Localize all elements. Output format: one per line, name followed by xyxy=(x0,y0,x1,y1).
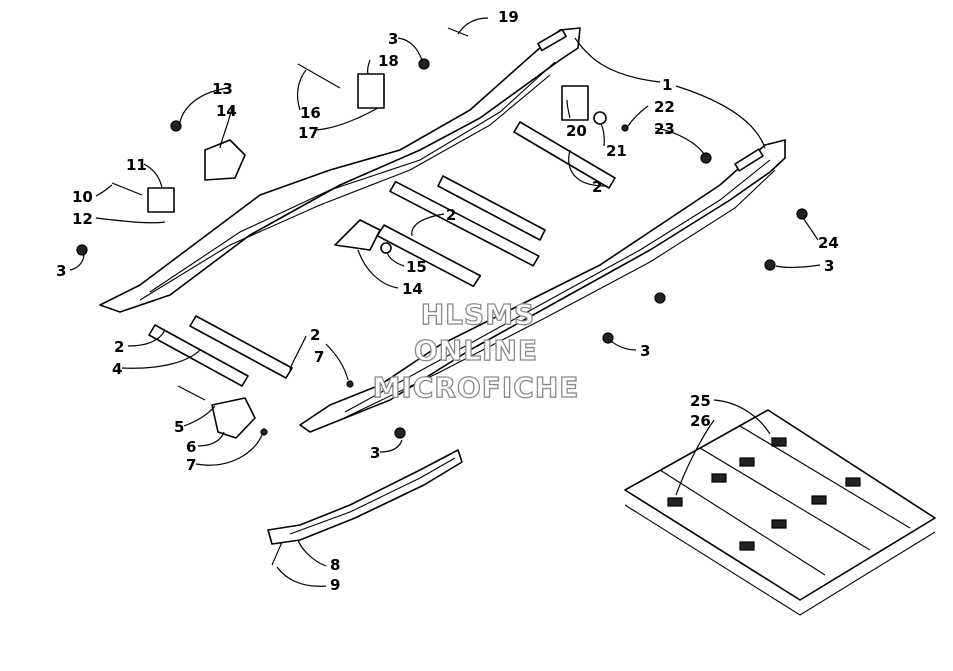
callout-labels: 1 2 2 2 2 3 3 3 3 3 4 5 6 7 7 8 9 10 11 … xyxy=(56,8,839,594)
bracket-14-upper xyxy=(204,139,246,181)
callout-2: 2 xyxy=(446,206,456,224)
callout-2: 2 xyxy=(310,326,320,344)
track xyxy=(624,409,936,616)
callout-4: 4 xyxy=(112,360,122,378)
callout-17: 17 xyxy=(298,124,319,142)
block-11 xyxy=(147,187,175,213)
callout-3: 3 xyxy=(640,342,650,360)
callout-7: 7 xyxy=(186,456,196,474)
watermark-line-1: HLSMS xyxy=(421,298,535,331)
callout-15: 15 xyxy=(406,258,427,276)
callout-23: 23 xyxy=(654,120,675,138)
bracket-14-lower xyxy=(334,219,381,251)
callout-24: 24 xyxy=(818,234,839,252)
front-slide-rail xyxy=(299,139,786,433)
callout-25: 25 xyxy=(690,392,711,410)
block-20 xyxy=(561,85,589,121)
callout-3: 3 xyxy=(388,30,398,48)
callout-13: 13 xyxy=(212,80,233,98)
wear-strip xyxy=(267,449,463,545)
callout-3: 3 xyxy=(56,262,66,280)
callout-14: 14 xyxy=(216,102,237,120)
callout-19: 19 xyxy=(498,8,519,26)
wheel-bracket-6 xyxy=(211,397,256,439)
callout-11: 11 xyxy=(126,156,147,174)
callout-5: 5 xyxy=(174,418,184,436)
callout-22: 22 xyxy=(654,98,675,116)
watermark-line-3: MICROFICHE xyxy=(373,371,580,404)
callout-3: 3 xyxy=(824,257,834,275)
callout-7: 7 xyxy=(314,348,324,366)
cross-shafts xyxy=(148,121,616,387)
washer-21 xyxy=(593,111,607,125)
watermark: HLSMS ONLINE MICROFICHE xyxy=(372,297,580,404)
callout-12: 12 xyxy=(72,210,93,228)
callout-9: 9 xyxy=(330,576,340,594)
callout-6: 6 xyxy=(186,438,196,456)
block-18 xyxy=(357,73,385,109)
callout-18: 18 xyxy=(378,52,399,70)
callout-8: 8 xyxy=(330,556,340,574)
callout-10: 10 xyxy=(72,188,93,206)
callout-26: 26 xyxy=(690,412,711,430)
callout-3: 3 xyxy=(370,444,380,462)
rear-slide-rail xyxy=(99,27,581,313)
callout-2: 2 xyxy=(114,338,124,356)
watermark-line-2: ONLINE xyxy=(414,334,538,367)
callout-21: 21 xyxy=(606,142,627,160)
callout-20: 20 xyxy=(566,122,587,140)
callout-2: 2 xyxy=(592,178,602,196)
callout-1: 1 xyxy=(662,76,672,94)
leader-lines xyxy=(69,17,821,587)
callout-16: 16 xyxy=(300,104,321,122)
callout-14: 14 xyxy=(402,280,423,298)
